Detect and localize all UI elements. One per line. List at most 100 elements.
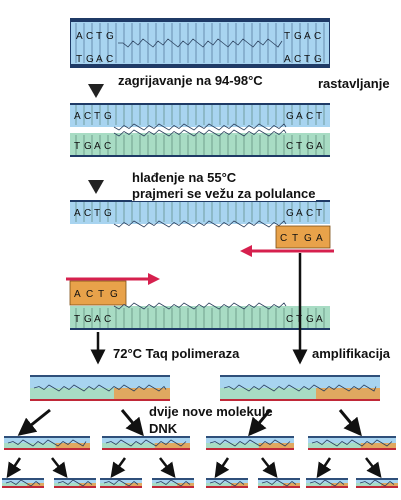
copy-dna-small-bottom-edge: [306, 486, 348, 488]
copy-dna-small: [356, 478, 398, 488]
base-letter: T: [284, 31, 290, 42]
copy-dna-small-top-edge: [206, 478, 248, 480]
annealing-template-strand-fray: [113, 220, 287, 228]
copy-dna-1-bottom-edge: [4, 448, 90, 450]
copy-dna-small-top-edge: [100, 478, 142, 480]
copy-dna-2-green-half: [102, 443, 155, 450]
amplification-branch-arrow: [214, 457, 230, 479]
copy-dna-small-green-half: [100, 483, 126, 488]
separated-bottom-strand-body: [70, 133, 330, 157]
copy-dna-small: [54, 478, 96, 488]
copy-dna-small-top-edge: [306, 478, 348, 480]
base-letter: G: [86, 54, 94, 65]
daughter-dna-right-bottom-edge: [220, 399, 380, 401]
base-letter: C: [314, 31, 321, 42]
base-letter: A: [94, 141, 101, 152]
copy-dna-small-green-half: [356, 483, 382, 488]
copy-dna-small-green-half: [54, 483, 80, 488]
base-letter: C: [286, 141, 293, 152]
copy-dna-small-bottom-edge: [356, 486, 398, 488]
base-letter: G: [84, 141, 92, 152]
copy-dna-2-blue-half: [102, 436, 190, 443]
annealing-template-strand-body: [70, 200, 330, 224]
copy-dna-2-junction: [105, 439, 187, 447]
daughter-dna-right-junction: [223, 384, 377, 392]
copy-dna-small-blue-half: [100, 478, 142, 483]
copy-dna-1: [4, 436, 90, 450]
anneal-label-line2: prajmeri se vežu za polulance: [132, 186, 316, 201]
separated-top-strand-body: [70, 103, 330, 127]
base-letter: A: [316, 314, 323, 325]
primer-left: [69, 280, 127, 306]
copy-dna-4: [308, 436, 396, 450]
copy-dna-small-green-half: [2, 483, 28, 488]
primer-base-letter: C: [280, 233, 287, 244]
base-letter: C: [294, 54, 301, 65]
copy-dna-small-green-half: [258, 483, 284, 488]
daughter-dna-right-blue-half: [220, 375, 380, 388]
copy-dna-1-blue-half: [4, 436, 90, 443]
copy-dna-small-green-half: [306, 483, 332, 488]
copy-dna-small-top-edge: [258, 478, 300, 480]
base-letter: G: [286, 208, 294, 219]
copy-dna-2-bottom-edge: [102, 448, 190, 450]
base-letter: T: [316, 208, 322, 219]
base-letter: A: [316, 141, 323, 152]
amplification-label: amplifikacija: [312, 346, 391, 361]
copy-dna-small-bottom-edge: [100, 486, 142, 488]
daughter-dna-left-bottom-edge: [30, 399, 170, 401]
base-letter: G: [294, 31, 302, 42]
result-label-line2: DNK: [149, 421, 178, 436]
primer-base-letter: T: [292, 233, 298, 244]
extension-arrow-left-head: [240, 245, 252, 257]
step-arrow-2: [88, 180, 104, 194]
copy-dna-3-blue-half: [206, 436, 294, 443]
copy-dna-small-junction: [209, 479, 245, 487]
primer-base-letter: A: [316, 233, 323, 244]
base-letter: T: [296, 141, 302, 152]
base-letter: C: [84, 208, 91, 219]
daughter-dna-left-blue-half: [30, 375, 170, 388]
primer-base-letter: G: [304, 233, 312, 244]
extension-arrow-right-head: [148, 273, 160, 285]
primer-base-letter: A: [74, 289, 81, 300]
base-letter: A: [284, 54, 291, 65]
base-letter: T: [316, 111, 322, 122]
base-letter: T: [94, 208, 100, 219]
base-letter: G: [84, 314, 92, 325]
copy-dna-4-green-half: [308, 443, 361, 450]
copy-dna-4-top-edge: [308, 436, 396, 438]
copy-dna-small-top-edge: [2, 478, 44, 480]
daughter-dna-left-junction: [33, 384, 167, 392]
copy-dna-small-junction: [57, 479, 93, 487]
base-letter: A: [96, 54, 103, 65]
copy-dna-small-blue-half: [306, 478, 348, 483]
amplification-branch-arrow: [159, 457, 176, 478]
base-letter: G: [106, 31, 114, 42]
base-letter: T: [96, 31, 102, 42]
primer-base-letter: C: [86, 289, 93, 300]
amplification-branch-arrow: [17, 408, 51, 436]
copy-dna-4-bottom-edge: [308, 448, 396, 450]
primer-base-letter: G: [110, 289, 118, 300]
step-arrow-1: [88, 84, 104, 98]
dna-duplex-top-strand: [71, 22, 329, 43]
separated-bottom-strand-fray: [113, 129, 287, 137]
copy-dna-1-junction: [7, 439, 87, 447]
copy-dna-3: [206, 436, 294, 450]
base-letter: G: [306, 314, 314, 325]
denature-label: zagrijavanje na 94-98°C: [118, 73, 263, 88]
copy-dna-small: [206, 478, 248, 488]
copy-dna-1-green-half: [4, 443, 56, 450]
base-letter: T: [76, 54, 82, 65]
amplification-branch-arrow: [316, 457, 332, 479]
amplification-branch-arrow: [110, 457, 127, 479]
base-letter: A: [76, 31, 83, 42]
base-letter: T: [74, 314, 80, 325]
base-letter: A: [94, 314, 101, 325]
annealing-template-strand-edge: [70, 200, 330, 202]
copy-dna-small-blue-half: [54, 478, 96, 483]
base-letter: A: [296, 208, 303, 219]
